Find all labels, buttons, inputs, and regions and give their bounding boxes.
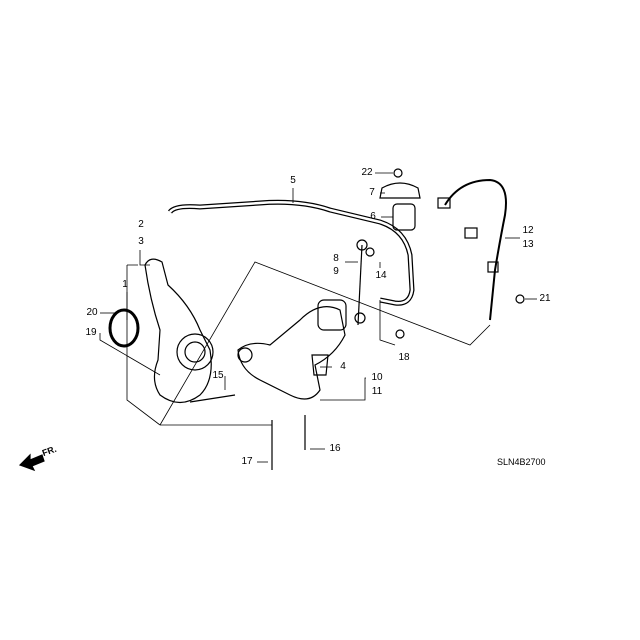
callout-8: 8 [333,253,339,264]
callout-20: 20 [86,307,98,318]
callout-17: 17 [241,456,253,467]
callout-2: 2 [138,219,144,230]
stabilizer-bushing [392,203,416,231]
callout-9: 9 [333,266,339,277]
callout-13: 13 [522,239,534,250]
nut-18 [395,329,405,339]
callout-6: 6 [370,211,376,222]
callout-12: 12 [522,225,534,236]
callout-1: 1 [122,279,128,290]
fr-arrow-icon [18,453,45,472]
lower-arm [237,306,346,400]
callout-11: 11 [371,386,383,397]
callout-21: 21 [539,293,551,304]
callout-18: 18 [398,352,410,363]
arm-bushing [317,299,347,331]
nut-14 [365,247,375,257]
callout-10: 10 [371,372,383,383]
bushing-holder [379,182,421,199]
callout-7: 7 [369,187,375,198]
abs-sensor-wire [444,178,507,321]
ball-joint [311,354,329,376]
callout-15: 15 [212,370,224,381]
callout-22: 22 [361,167,373,178]
callout-5: 5 [290,175,296,186]
diagram-code: SLN4B2700 [497,457,546,467]
callout-3: 3 [138,236,144,247]
callout-14: 14 [375,270,387,281]
stabilizer-link [357,244,363,326]
bolt-21 [515,294,525,304]
steering-knuckle [144,258,212,404]
bolt-22 [393,168,403,178]
callout-16: 16 [329,443,341,454]
bolt-15 [189,394,236,403]
leader-lines [99,172,537,463]
callout-4: 4 [340,361,346,372]
callout-19: 19 [85,327,97,338]
snap-ring [108,308,140,348]
